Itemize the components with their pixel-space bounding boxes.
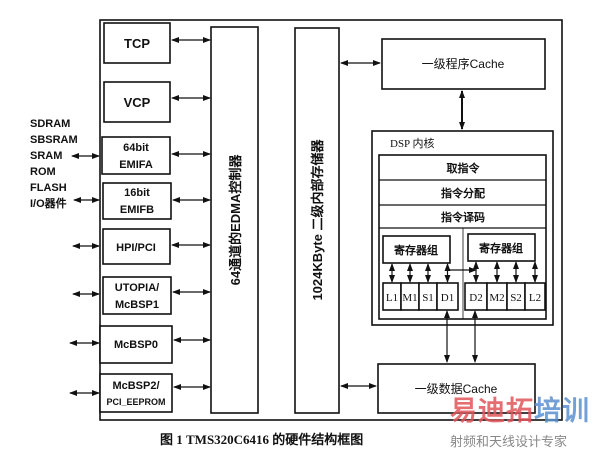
hpi-label: HPI/PCI bbox=[116, 242, 156, 254]
dsp-core-title: DSP 内核 bbox=[390, 136, 435, 150]
label-flash: FLASH bbox=[30, 182, 67, 194]
label-io-devices: I/O器件 bbox=[30, 196, 67, 210]
label-rom: ROM bbox=[30, 166, 56, 178]
mcbsp0-label: McBSP0 bbox=[114, 339, 158, 351]
figure-caption: 图 1 TMS320C6416 的硬件结构框图 bbox=[160, 432, 363, 447]
l1-program-cache: 一级程序Cache bbox=[381, 38, 546, 90]
stage-dispatch: 指令分配 bbox=[441, 186, 485, 200]
unit-label: D1 bbox=[441, 292, 454, 304]
unit-l2 bbox=[524, 282, 546, 311]
peripheral-utopia: UTOPIA/ McBSP1 bbox=[102, 276, 172, 315]
register-file-b-label: 寄存器组 bbox=[479, 241, 523, 255]
emifa-width: 64bit bbox=[123, 142, 149, 154]
pci-eeprom-label: PCI_EEPROM bbox=[106, 397, 165, 407]
emifa-label: EMIFA bbox=[119, 159, 153, 171]
stage-decode: 指令译码 bbox=[441, 210, 485, 224]
label-sdram: SDRAM bbox=[30, 118, 70, 130]
watermark-brand: 易迪拓培训 bbox=[450, 396, 590, 426]
unit-label: M2 bbox=[489, 292, 504, 304]
external-arrows bbox=[69, 153, 100, 396]
peripheral-emifa: 64bit EMIFA bbox=[101, 136, 171, 175]
l2-memory-label: 1024KByte 二级内部存储器 bbox=[310, 138, 325, 300]
vcp-label: VCP bbox=[124, 95, 151, 110]
external-memory-list: SDRAM SBSRAM SRAM ROM FLASH I/O器件 bbox=[30, 118, 78, 210]
edma-controller: 64通道的EDMA控制器 bbox=[210, 26, 259, 414]
edma-label: 64通道的EDMA控制器 bbox=[228, 154, 243, 286]
watermark: 易迪拓培训 射频和天线设计专家 bbox=[450, 396, 590, 449]
unit-label: D2 bbox=[469, 292, 482, 304]
l1-data-cache: 一级数据Cache bbox=[377, 363, 536, 414]
peripheral-edma-arrows bbox=[171, 37, 211, 390]
emifb-width: 16bit bbox=[124, 187, 150, 199]
stage-fetch: 取指令 bbox=[447, 161, 481, 175]
register-file-b bbox=[467, 233, 536, 262]
peripheral-hpi-pci: HPI/PCI bbox=[102, 228, 171, 265]
mcbsp2-label: McBSP2/ bbox=[112, 380, 159, 392]
label-sram: SRAM bbox=[30, 150, 62, 162]
unit-label: S2 bbox=[510, 292, 522, 304]
watermark-slogan: 射频和天线设计专家 bbox=[450, 434, 567, 449]
utopia-label: UTOPIA/ bbox=[115, 282, 159, 294]
unit-label: L2 bbox=[529, 292, 541, 304]
peripheral-emifb: 16bit EMIFB bbox=[102, 182, 172, 220]
l1p-label: 一级程序Cache bbox=[422, 56, 505, 71]
register-file-a bbox=[382, 235, 451, 264]
l1d-label: 一级数据Cache bbox=[415, 381, 498, 396]
peripheral-tcp: TCP bbox=[103, 22, 171, 64]
label-sbsram: SBSRAM bbox=[30, 134, 78, 146]
peripheral-mcbsp2: McBSP2/ PCI_EEPROM bbox=[99, 373, 173, 413]
unit-label: L1 bbox=[386, 292, 398, 304]
emifb-label: EMIFB bbox=[120, 204, 154, 216]
dsp-core: DSP 内核 取指令 指令分配 指令译码 寄存器组 寄存器组 L1 M1 S1 D1 D… bbox=[371, 130, 554, 326]
register-file-a-label: 寄存器组 bbox=[394, 243, 438, 257]
unit-label: S1 bbox=[422, 292, 434, 304]
l2-internal-memory: 1024KByte 二级内部存储器 bbox=[294, 27, 340, 414]
mcbsp1-label: McBSP1 bbox=[115, 299, 159, 311]
tcp-label: TCP bbox=[124, 36, 150, 51]
unit-label: M1 bbox=[402, 292, 417, 304]
peripheral-vcp: VCP bbox=[103, 81, 171, 123]
peripheral-mcbsp0: McBSP0 bbox=[99, 325, 173, 364]
